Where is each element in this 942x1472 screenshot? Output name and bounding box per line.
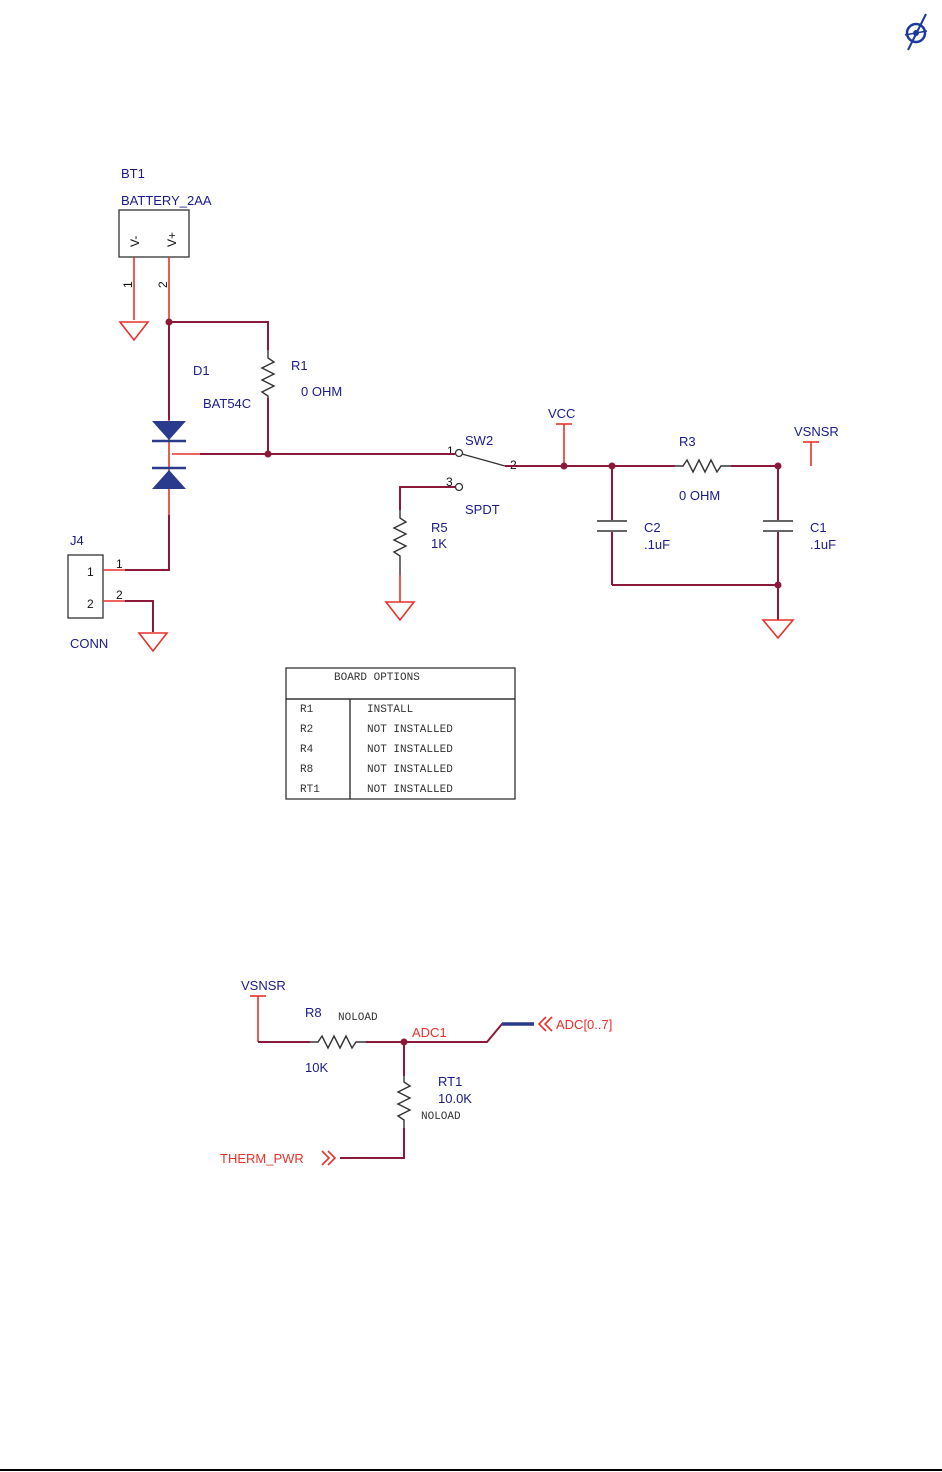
ground-symbol [139,633,167,651]
table-cell-status: NOT INSTALLED [367,764,453,776]
rt1-note: NOLOAD [421,1111,461,1123]
j4-pin2: 2 [116,588,123,602]
d1-value: BAT54C [203,396,251,411]
j4-pin1: 1 [116,557,123,571]
sw2-pin1: 1 [447,444,454,458]
resistor-r1: R1 0 OHM [262,350,342,399]
ground-symbol [763,620,793,638]
sw2-ref: SW2 [465,433,493,448]
r5-value: 1K [431,536,447,551]
r8-note: NOLOAD [338,1012,378,1024]
diode-d1: D1 BAT54C [152,363,251,515]
compass-logo-icon [905,14,927,50]
capacitor-c1: C1 .1uF [763,466,836,620]
adc-bus-label: ADC[0..7] [556,1017,612,1032]
bt1-pin-pos: V+ [165,232,179,247]
rt1-value: 10.0K [438,1091,472,1106]
r5-ref: R5 [431,520,448,535]
c2-ref: C2 [644,520,661,535]
resistor-r5: R5 1K [394,510,448,602]
capacitor-c2: C2 .1uF [597,466,670,585]
table-cell-status: NOT INSTALLED [367,784,453,796]
r3-value: 0 OHM [679,488,720,503]
thermistor-rt1: RT1 10.0K NOLOAD [398,1042,472,1128]
r8-ref: R8 [305,1005,322,1020]
table-cell-status: INSTALL [367,704,413,716]
c1-value: .1uF [810,537,836,552]
r1-ref: R1 [291,358,308,373]
table-cell-ref: R1 [300,704,314,716]
c1-ref: C1 [810,520,827,535]
sw2-value: SPDT [465,502,500,517]
ground-symbol [386,602,414,620]
j4-ref: J4 [70,533,84,548]
table-cell-ref: R4 [300,744,314,756]
board-options-table: BOARD OPTIONS R1 INSTALL R2 NOT INSTALLE… [286,668,515,799]
r3-ref: R3 [679,434,696,449]
j4-pin-num-1: 1 [87,565,94,579]
connector-j4: J4 1 2 1 2 CONN [68,533,125,651]
board-options-title: BOARD OPTIONS [334,672,420,684]
table-cell-ref: RT1 [300,784,320,796]
therm-pwr-label: THERM_PWR [220,1151,304,1166]
j4-pin-num-2: 2 [87,597,94,611]
r1-value: 0 OHM [301,384,342,399]
table-cell-status: NOT INSTALLED [367,744,453,756]
c2-value: .1uF [644,537,670,552]
thermistor-vsnsr-label: VSNSR [241,978,286,993]
vcc-label: VCC [548,406,575,421]
table-cell-status: NOT INSTALLED [367,724,453,736]
bt1-pin1: 1 [121,281,135,288]
table-cell-ref: R8 [300,764,313,776]
switch-sw2: SW2 1 2 3 SPDT [446,433,517,517]
offsheet-connector-therm-pwr: THERM_PWR [220,1151,335,1166]
resistor-r3: R3 0 OHM [675,434,731,503]
d1-ref: D1 [193,363,210,378]
power-port-vsnsr: VSNSR [794,424,839,466]
bt1-pin-neg: V- [128,236,142,247]
bt1-value: BATTERY_2AA [121,193,212,208]
bt1-ref: BT1 [121,166,145,181]
vsnsr-label: VSNSR [794,424,839,439]
power-port-vsnsr-thermistor: VSNSR [241,978,286,1042]
battery-bt1: BT1 BATTERY_2AA V- V+ 1 2 [119,166,212,322]
offsheet-connector-adc: ADC[0..7] [539,1017,612,1032]
resistor-r8: R8 NOLOAD 10K [305,1005,378,1075]
table-cell-ref: R2 [300,724,313,736]
j4-value: CONN [70,636,108,651]
ground-symbol [120,322,148,340]
bt1-pin2: 2 [156,281,170,288]
adc1-net-label: ADC1 [412,1025,447,1040]
rt1-ref: RT1 [438,1074,462,1089]
r8-value: 10K [305,1060,328,1075]
power-port-vcc: VCC [548,406,575,466]
